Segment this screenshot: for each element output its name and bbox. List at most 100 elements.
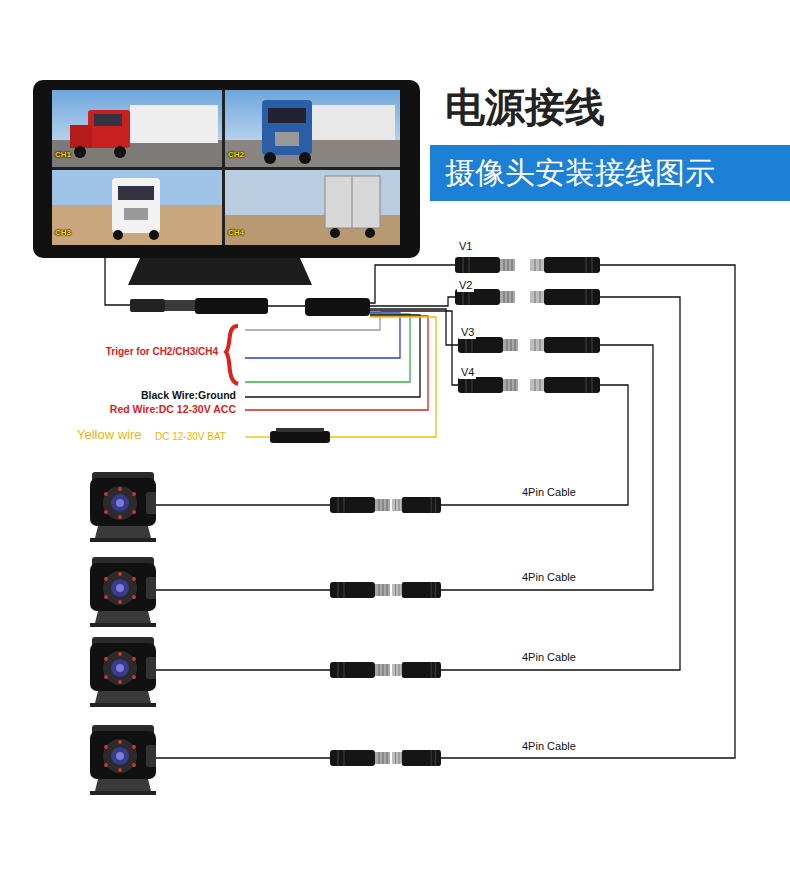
channel-label: CH2 xyxy=(228,150,244,159)
video-connectors-part xyxy=(530,257,600,273)
screen-ch3-part xyxy=(149,230,159,240)
banner-band: 摄像头安装接线图示 xyxy=(430,145,790,201)
banner-text: 摄像头安装接线图示 xyxy=(445,153,780,193)
camera-connectors-part xyxy=(392,662,441,678)
power-harness-part xyxy=(370,297,455,306)
screen-ch4-part xyxy=(330,228,340,238)
screen-ch2-part xyxy=(300,105,395,140)
camera-cables-part xyxy=(156,669,330,670)
screen-ch3-part xyxy=(52,170,222,245)
camera-connectors-part xyxy=(330,582,390,598)
power-harness-part xyxy=(370,265,455,303)
wire-label: Black Wire:Ground xyxy=(139,389,238,401)
camera-cables-part xyxy=(440,265,735,758)
camera-connectors-part xyxy=(392,497,441,513)
camera-connectors-part xyxy=(330,497,390,513)
video-connectors-part xyxy=(530,337,600,353)
harness-connectors-part xyxy=(305,298,370,316)
screen-ch2-part xyxy=(225,140,400,167)
wire-label: DC 12-30V BAT xyxy=(153,431,228,443)
channel-label: CH4 xyxy=(228,228,244,237)
camera-cables-part xyxy=(440,297,680,670)
video-connectors-part xyxy=(458,337,518,353)
power-harness-part xyxy=(245,316,428,410)
power-harness-part xyxy=(245,315,420,397)
cable-label: 4Pin Cable xyxy=(520,740,578,753)
harness-connectors-part xyxy=(270,431,330,443)
video-port-label: V1 xyxy=(457,240,474,253)
power-harness-part xyxy=(245,313,400,358)
video-connectors-part xyxy=(455,257,515,273)
cameras-part xyxy=(90,725,156,795)
camera-connectors-part xyxy=(330,750,390,766)
screen-ch1-part xyxy=(114,146,126,158)
screen-ch2-part xyxy=(264,152,276,164)
harness-connectors-part xyxy=(276,428,324,432)
screen-ch3 xyxy=(52,170,222,245)
harness-connectors-part xyxy=(195,298,268,314)
screen-ch4 xyxy=(225,170,400,245)
camera-connectors xyxy=(330,497,441,766)
power-harness-part xyxy=(245,314,410,382)
screen-ch4-part xyxy=(365,228,375,238)
video-connectors-part xyxy=(530,289,600,305)
cable-label: 4Pin Cable xyxy=(520,571,578,584)
harness-connectors-part xyxy=(130,299,165,312)
screen-ch1-part xyxy=(94,114,122,126)
camera-cables xyxy=(156,265,735,758)
screen-ch4-part xyxy=(352,176,353,228)
monitor-part xyxy=(52,90,400,245)
screen-ch4-part xyxy=(325,176,380,228)
cameras-part xyxy=(90,472,156,542)
screen-ch1-part xyxy=(130,105,218,143)
screen-ch2-part xyxy=(225,90,400,167)
wire-label: Yellow wire xyxy=(75,428,144,443)
camera-connectors-part xyxy=(392,750,441,766)
camera-connectors-part xyxy=(392,582,441,598)
channel-label: CH1 xyxy=(55,150,71,159)
screen-ch3-part xyxy=(113,230,123,240)
video-port-label: V3 xyxy=(459,326,476,339)
power-harness-part xyxy=(105,258,130,305)
cameras-part xyxy=(90,557,156,627)
camera-connectors-part xyxy=(330,662,390,678)
screen-ch1-part xyxy=(52,90,222,167)
cable-label: 4Pin Cable xyxy=(520,651,578,664)
screen-ch2-part xyxy=(275,132,299,146)
video-port-label: V4 xyxy=(459,366,476,379)
camera-cables-part xyxy=(156,504,330,505)
monitor-part xyxy=(128,258,312,285)
cameras-part xyxy=(90,637,156,707)
camera-cables-part xyxy=(156,757,330,758)
power-harness-part xyxy=(330,317,436,437)
video-connectors-part xyxy=(458,377,518,393)
camera-cables-part xyxy=(440,385,628,505)
screen-ch2-part xyxy=(268,108,306,123)
camera-cables-part xyxy=(156,589,330,590)
power-harness-part xyxy=(245,436,270,437)
harness-connectors xyxy=(130,298,370,443)
screen-ch2 xyxy=(225,90,400,167)
channel-label: CH3 xyxy=(55,228,71,237)
video-port-label: V2 xyxy=(457,279,474,292)
screen-ch3-part xyxy=(112,178,160,233)
monitor-part xyxy=(33,80,420,258)
power-harness-part xyxy=(370,311,458,385)
screen-ch3-part xyxy=(124,208,148,220)
screen-ch1-part xyxy=(70,125,92,148)
wire-label: Red Wire:DC 12-30V ACC xyxy=(108,403,238,415)
harness-connectors-part xyxy=(165,300,195,311)
screen-ch3-part xyxy=(118,186,154,200)
cameras xyxy=(90,472,156,795)
power-harness-part xyxy=(268,305,305,306)
screen-ch1-part xyxy=(88,110,130,148)
title: 电源接线 xyxy=(445,84,605,130)
screen-ch2-part xyxy=(299,152,311,164)
cable-label: 4Pin Cable xyxy=(520,486,578,499)
trigger-bracket xyxy=(226,326,238,384)
monitor xyxy=(33,80,420,285)
screen-ch1 xyxy=(52,90,222,167)
trigger-note: Triger for CH2/CH3/CH4 xyxy=(104,346,220,358)
screen-ch4-part xyxy=(225,170,400,245)
screen-ch2-part xyxy=(262,100,312,155)
